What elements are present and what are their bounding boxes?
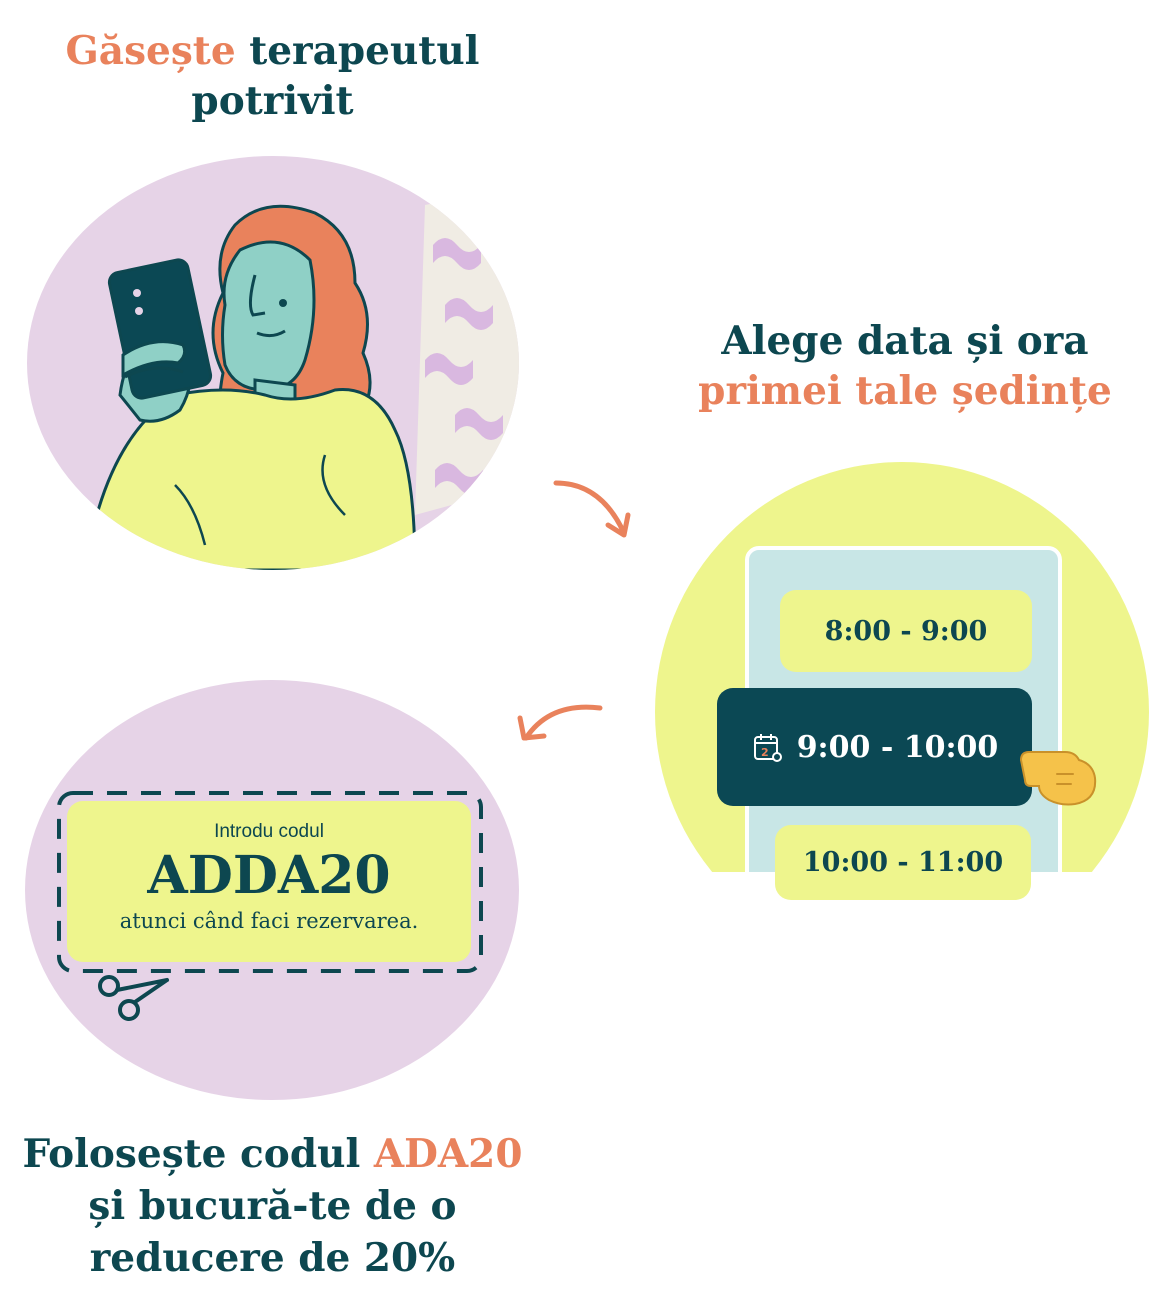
step2-heading-line2: primei tale ședințe [698, 368, 1112, 414]
pointing-hand-icon [1019, 751, 1097, 806]
step1-heading: Găsește terapeutul potrivit [0, 26, 545, 126]
calendar-icon: 2 [753, 734, 782, 762]
step2-heading: Alege data și ora primei tale ședințe [640, 316, 1170, 416]
time-slot-label: 10:00 - 11:00 [802, 847, 1004, 878]
step3-heading-part2: și bucură-te de o reducere de 20% [88, 1183, 457, 1281]
step1-heading-rest: terapeutul potrivit [191, 28, 480, 124]
step3-heading-code: ADA20 [373, 1131, 523, 1177]
scissors-icon [98, 975, 169, 1021]
curved-arrow-icon [553, 480, 631, 538]
time-slot-1[interactable]: 8:00 - 9:00 [780, 590, 1032, 672]
coupon-card: Introdu codul ADDA20 atunci când faci re… [67, 801, 471, 962]
coupon-intro: Introdu codul [214, 821, 324, 842]
coupon-tail: atunci când faci rezervarea. [119, 909, 419, 933]
time-slot-label: 8:00 - 9:00 [824, 615, 988, 647]
coupon-illustration: Introdu codul ADDA20 atunci când faci re… [25, 680, 520, 1100]
woman-with-phone-illustration [27, 156, 519, 570]
svg-text:2: 2 [761, 746, 769, 759]
time-slot-3[interactable]: 10:00 - 11:00 [775, 825, 1031, 900]
step3-heading-part1: Folosește codul [22, 1131, 361, 1177]
time-slot-picker: 8:00 - 9:00 2 9:00 - 10:00 10:00 - 11:00 [655, 462, 1150, 900]
step3-heading: Folosește codul ADA20 și bucură-te de o … [0, 1128, 545, 1284]
curved-arrow-icon [517, 704, 603, 741]
coupon-code[interactable]: ADDA20 [147, 845, 391, 906]
step1-heading-accent: Găsește [65, 28, 236, 74]
step2-heading-line1: Alege data și ora [721, 318, 1089, 364]
time-slot-label: 9:00 - 10:00 [796, 729, 999, 765]
time-slot-2-selected[interactable]: 2 9:00 - 10:00 [717, 688, 1032, 806]
